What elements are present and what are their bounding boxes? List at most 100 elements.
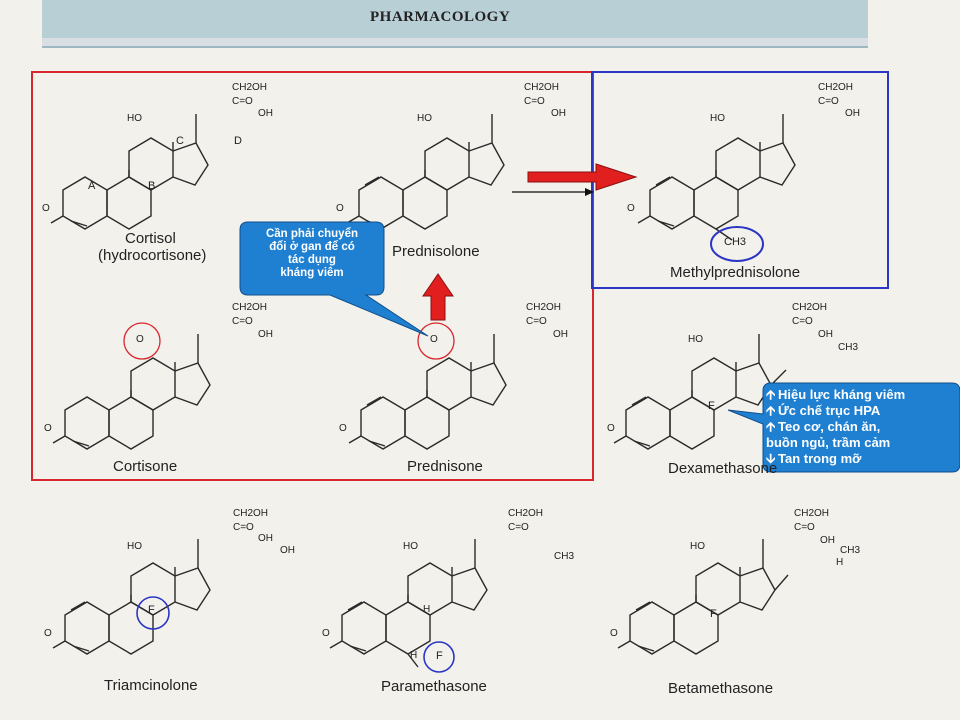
atom-label: O (607, 423, 615, 434)
atom-label: CH2OH (526, 302, 562, 313)
atom-label-fluorine: F (148, 604, 155, 616)
arrow-up-icon: 🡩 (766, 387, 776, 402)
effect-row: 🡩Ức chế trục HPA (766, 403, 960, 419)
compound-label-methylprednisolone: Methylprednisolone (670, 264, 801, 281)
structure-betamethasone (617, 538, 789, 655)
effect-text: Teo cơ, chán ăn, (778, 419, 881, 434)
right-arrow-black-head (585, 188, 594, 196)
atom-label: O (627, 203, 635, 214)
callout-liver-text: Cần phải chuyển đổi ở gan để có tác dụng… (244, 228, 380, 280)
compound-label-dexamethasone: Dexamethasone (668, 460, 778, 477)
callout-dexa-effects (727, 382, 960, 473)
atom-label: O (322, 628, 330, 639)
atom-label: CH2OH (792, 302, 828, 313)
atom-label: OH (258, 108, 273, 119)
atom-label: O (610, 628, 618, 639)
atom-label-methyl: CH3 (554, 551, 575, 562)
atom-label: O (44, 423, 52, 434)
atom-label: CH2OH (232, 302, 268, 313)
compound-label-cortisol: Cortisol (125, 230, 176, 247)
ring-label-d: D (234, 135, 242, 147)
atom-label: O (44, 628, 52, 639)
effect-text: Tan trong mỡ (778, 451, 862, 466)
atom-label: OH (553, 329, 568, 340)
callout-liver (239, 221, 429, 337)
atom-label: CH2OH (508, 508, 544, 519)
atom-label: OH (280, 545, 295, 556)
atom-label-methyl: CH3 (838, 342, 859, 353)
atom-label: HO (127, 541, 142, 552)
effect-row: buồn ngủ, trầm cảm (766, 435, 960, 451)
arrow-up-icon: 🡩 (766, 419, 776, 434)
ring-label-a: A (88, 180, 96, 192)
group-frame-blue (591, 71, 889, 289)
structure-prednisone (348, 333, 507, 450)
atom-label: O (430, 334, 438, 345)
effect-row: 🡩Teo cơ, chán ăn, (766, 419, 960, 435)
right-arrow-red (527, 163, 638, 191)
atom-label-methyl: CH3 (840, 545, 861, 556)
effect-row: 🡩Hiệu lực kháng viêm (766, 387, 960, 403)
arrow-down-icon: 🡫 (766, 451, 776, 466)
structure-prednisolone (346, 113, 505, 230)
arrow-up-icon: 🡩 (766, 403, 776, 418)
structure-triamcinolone (52, 538, 211, 655)
compound-label-cortisone: Cortisone (113, 458, 178, 475)
header-rule-line (42, 46, 868, 48)
atom-label: HO (690, 541, 705, 552)
atom-label-hydrogen: H (836, 557, 844, 568)
highlight-circle-prednisone-keto (417, 322, 455, 360)
atom-label: C=O (818, 96, 839, 107)
highlight-circle-param-f (423, 641, 455, 673)
atom-label: C=O (233, 522, 254, 533)
structure-dexamethasone (613, 333, 787, 450)
atom-label: HO (688, 334, 703, 345)
callout-line: Cần phải chuyển (265, 228, 359, 240)
compound-label-hydrocortisone: (hydrocortisone) (98, 247, 207, 264)
structure-cortisone (52, 333, 211, 450)
effect-text: Hiệu lực kháng viêm (778, 387, 906, 402)
compound-label-triamcinolone: Triamcinolone (104, 677, 198, 694)
atom-label-fluorine: F (436, 650, 443, 662)
atom-label: OH (845, 108, 860, 119)
highlight-circle-methyl (710, 226, 764, 262)
atom-label: HO (417, 113, 432, 124)
effect-text: Ức chế trục HPA (778, 403, 881, 418)
effect-row: 🡫Tan trong mỡ (766, 451, 960, 467)
atom-label: CH2OH (794, 508, 830, 519)
atom-label: C=O (232, 96, 253, 107)
atom-label: OH (551, 108, 566, 119)
callout-line: kháng viêm (280, 267, 344, 279)
highlight-circle-cortisone-keto (123, 322, 161, 360)
atom-label: HO (127, 113, 142, 124)
atom-label: O (336, 203, 344, 214)
atom-label: C=O (794, 522, 815, 533)
callout-dexa-text: 🡩Hiệu lực kháng viêm 🡩Ức chế trục HPA 🡩T… (766, 387, 960, 467)
atom-label: O (339, 423, 347, 434)
compound-label-prednisolone: Prednisolone (392, 243, 480, 260)
atom-label-hydrogen: H (423, 604, 431, 615)
atom-label: O (136, 334, 144, 345)
compound-label-betamethasone: Betamethasone (668, 680, 774, 697)
atom-label: OH (258, 533, 273, 544)
structure-cortisol (50, 113, 209, 230)
atom-label: C=O (508, 522, 529, 533)
atom-label: O (42, 203, 50, 214)
ring-label-c: C (176, 135, 184, 147)
atom-label: HO (403, 541, 418, 552)
effect-text: buồn ngủ, trầm cảm (766, 435, 891, 450)
atom-label-fluorine: F (708, 400, 715, 412)
atom-label: OH (258, 329, 273, 340)
callout-line: tác dụng (288, 254, 336, 266)
atom-label: CH2OH (524, 82, 560, 93)
atom-label: C=O (526, 316, 547, 327)
header-rule (42, 38, 868, 46)
up-arrow-red (422, 273, 454, 321)
atom-label: HO (710, 113, 725, 124)
highlight-circle-triam-f (136, 596, 170, 630)
atom-label: C=O (524, 96, 545, 107)
atom-label: OH (818, 329, 833, 340)
compound-label-prednisone: Prednisone (407, 458, 483, 475)
atom-label: CH2OH (233, 508, 269, 519)
